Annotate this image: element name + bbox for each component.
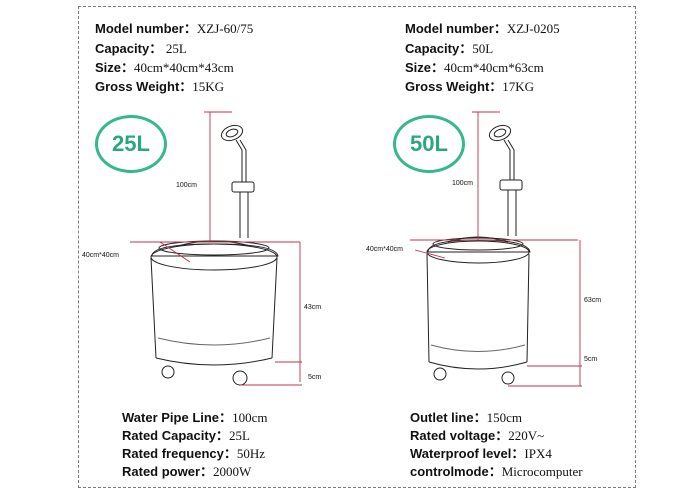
right-spec-weight: Gross Weight：17KG [405,79,535,94]
left-dim-base: 5cm [308,374,322,381]
right-dim-height: 100cm [452,180,474,187]
right-tank [426,236,531,370]
right-dim-body: 63cm [584,297,602,304]
left-spec-model: Model number：XZJ-60/75 [95,21,254,36]
right-pipe-clamp [499,179,523,191]
left-feature-pipe: Water Pipe Line：100cm [122,410,268,425]
left-dim-width: 40cm*40cm [82,252,119,259]
right-spec-capacity: Capacity：50L [405,41,494,56]
right-wheel-2 [501,371,515,385]
right-feature-control: controlmode：Microcomputer [410,464,583,479]
right-pipe [507,190,517,236]
left-dim-height: 100cm [176,182,198,189]
left-wheel-1 [161,365,175,379]
left-shower-head-icon [220,124,247,182]
left-pipe-clamp [231,181,255,193]
right-wheel-1 [433,367,447,381]
capacity-badge-50l: 50L [393,115,465,173]
left-feature-frequency: Rated frequency：50Hz [122,446,266,461]
dashed-frame [78,6,636,488]
capacity-badge-25l: 25L [95,115,167,173]
right-spec-size: Size：40cm*40cm*63cm [405,60,544,75]
left-spec-capacity: Capacity： 25L [95,41,187,56]
left-feature-power: Rated power：2000W [122,464,252,479]
right-dim-base: 5cm [584,356,598,363]
right-dim-width: 40cm*40cm [366,246,403,253]
right-feature-voltage: Rated voltage：220V~ [410,428,545,443]
left-pipe [239,192,249,238]
left-spec-size: Size：40cm*40cm*43cm [95,60,234,75]
right-feature-waterproof: Waterproof level：IPX4 [410,446,552,461]
right-spec-model: Model number：XZJ-0205 [405,21,560,36]
right-feature-outlet: Outlet line：150cm [410,410,522,425]
left-dim-body: 43cm [304,304,322,311]
right-shower-head-icon [488,124,515,180]
left-wheel-2 [232,370,248,386]
left-feature-capacity: Rated Capacity：25L [122,428,250,443]
left-spec-weight: Gross Weight：15KG [95,79,225,94]
left-tank [150,240,279,366]
